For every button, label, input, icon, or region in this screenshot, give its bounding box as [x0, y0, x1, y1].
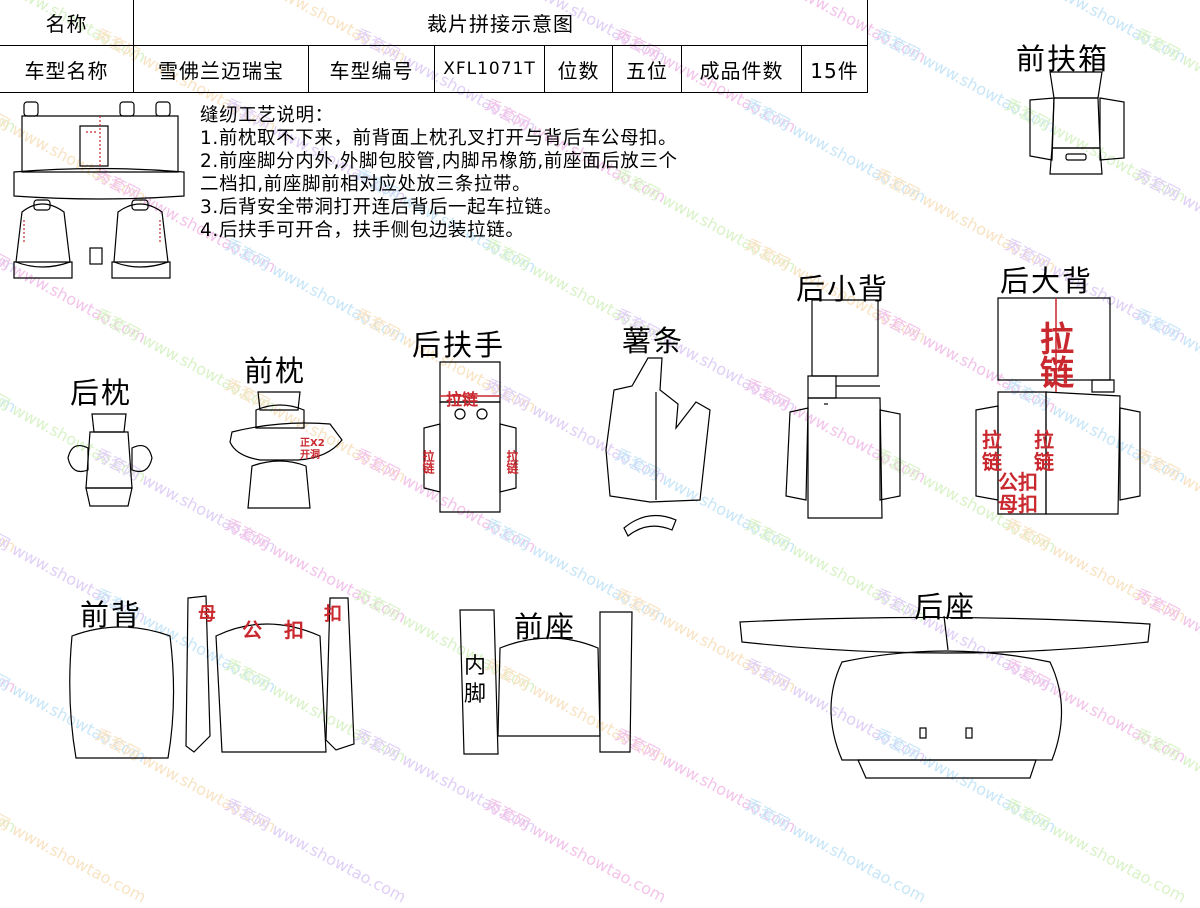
- notes-line-4: 3.后背安全带洞打开连后背后一起车拉链。: [200, 197, 563, 218]
- label-front-pillow: 前枕: [244, 354, 307, 388]
- front-seat-pattern: [459, 609, 633, 755]
- note-front-back-mu: 母: [198, 604, 216, 625]
- rear-small-back-pattern: [785, 299, 901, 519]
- rear-big-back-pattern: [975, 297, 1141, 515]
- front-armrest-box-pattern: [1029, 71, 1125, 175]
- watermark-text: 秀套网 www.showtao.com: [221, 794, 410, 907]
- note-big-zip-2: 链: [1040, 354, 1074, 394]
- pattern-drawing: [13, 71, 1151, 779]
- pieces-label: 成品件数: [682, 46, 802, 93]
- watermark-text: 秀套网 www.showtao.com: [0, 794, 150, 907]
- note-snap-female: 母扣: [998, 492, 1038, 516]
- note-front-pillow-2: 开洞: [300, 450, 320, 461]
- notes-line-5: 4.后扶手可开合，扶手侧包边装拉链。: [200, 220, 525, 241]
- sewing-notes: 缝纫工艺说明： 1.前枕取不下来，前背面上枕孔叉打开与背后车公母扣。 2.前座脚…: [200, 104, 860, 242]
- watermark-text: 秀套网 www.showtao.com: [741, 794, 930, 907]
- model-name-label: 车型名称: [0, 46, 134, 93]
- rear-seat-pattern: [739, 615, 1151, 779]
- notes-line-3: 二档扣,前座脚前相对应处放三条拉带。: [200, 174, 532, 195]
- note-front-back-gong: 公: [242, 618, 262, 642]
- note-front-back-kou2: 扣: [324, 604, 342, 625]
- label-rear-armrest: 后扶手: [412, 328, 506, 362]
- label-rear-small-back: 后小背: [796, 272, 890, 306]
- notes-line-2: 2.前座脚分内外,外脚包胶管,内脚吊橡筋,前座面后放三个: [200, 151, 678, 172]
- note-inner-leg-2: 脚: [464, 682, 487, 707]
- note-side-zip-l1: 拉: [982, 428, 1002, 452]
- note-armrest-zip-left: 拉链: [421, 450, 435, 474]
- seats-value: 五位: [613, 46, 682, 93]
- model-name-value: 雪佛兰迈瑞宝: [134, 46, 309, 93]
- label-front-back: 前背: [80, 598, 143, 632]
- label-rear-pillow: 后枕: [70, 376, 133, 410]
- pieces-value: 15件: [802, 46, 868, 93]
- front-back-pattern: [69, 595, 355, 759]
- note-snap-male: 公扣: [998, 470, 1038, 494]
- info-table: 名称 裁片拼接示意图 车型名称 雪佛兰迈瑞宝 车型编号 XFL1071T 位数 …: [0, 0, 868, 93]
- note-side-zip-r1: 拉: [1034, 428, 1054, 452]
- notes-title: 缝纫工艺说明：: [200, 105, 334, 126]
- seats-label: 位数: [545, 46, 613, 93]
- note-armrest-zipper: 拉链: [446, 390, 479, 409]
- label-front-seat: 前座: [514, 610, 577, 644]
- model-code-value: XFL1071T: [435, 46, 545, 93]
- front-pillow-pattern: [229, 391, 343, 509]
- watermark-text: 秀套网 www.showtao.com: [1001, 794, 1190, 907]
- rear-pillow-pattern: [67, 413, 153, 507]
- label-front-armrest-box: 前扶箱: [1016, 42, 1110, 76]
- label-rear-seat: 后座: [914, 590, 977, 624]
- note-front-pillow-1: 正X2: [300, 438, 325, 449]
- notes-line-1: 1.前枕取不下来，前背面上枕孔叉打开与背后车公母扣。: [200, 128, 678, 149]
- note-side-zip-r2: 链: [1034, 450, 1054, 474]
- note-inner-leg-1: 内: [464, 654, 487, 679]
- seat-thumbnail: [13, 101, 185, 279]
- note-armrest-zip-right: 拉链: [505, 450, 519, 474]
- strip-pattern: [605, 357, 711, 537]
- label-rear-big-back: 后大背: [1000, 264, 1094, 298]
- model-code-label: 车型编号: [309, 46, 435, 93]
- label-strip: 薯条: [622, 324, 685, 358]
- note-front-back-kou: 扣: [284, 618, 304, 642]
- header-label-cell: 名称: [0, 0, 134, 46]
- header-value-cell: 裁片拼接示意图: [134, 0, 868, 46]
- note-side-zip-l2: 链: [982, 450, 1002, 474]
- rear-armrest-pattern: [423, 361, 517, 513]
- watermark-text: 秀套网 www.showtao.com: [481, 794, 670, 907]
- note-big-zip-1: 拉: [1040, 320, 1074, 360]
